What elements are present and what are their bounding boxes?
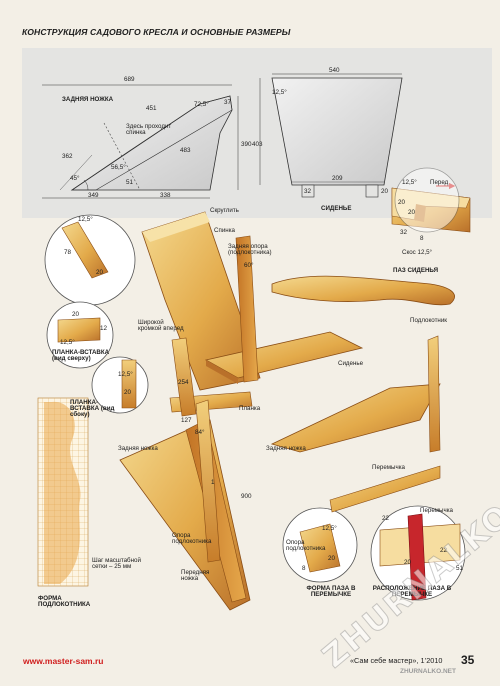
arm-support-label: Опора подлокотника bbox=[172, 532, 212, 546]
page-title: КОНСТРУКЦИЯ САДОВОГО КРЕСЛА И ОСНОВНЫЕ Р… bbox=[22, 27, 291, 37]
dim-209: 209 bbox=[332, 175, 343, 182]
dim-72: 72,5° bbox=[194, 101, 209, 108]
back-pass-note: Здесь проходит спинка bbox=[126, 123, 172, 137]
crossbar-label: Перемычка bbox=[372, 464, 405, 471]
sd-12-5b: 12,5° bbox=[118, 371, 133, 378]
insert-top-title: ПЛАНКА-ВСТАВКА (вид сверху) bbox=[52, 349, 110, 363]
dim-45: 45° bbox=[70, 175, 80, 182]
rear-support-label: Задняя опора (подлокотника) bbox=[228, 243, 272, 257]
seat-drawing bbox=[259, 73, 403, 198]
sd-g125: 12,5° bbox=[322, 525, 337, 532]
front-leg-label: Передняя ножка bbox=[181, 569, 210, 583]
sd-g20: 20 bbox=[328, 555, 336, 562]
rear-leg-title: ЗАДНЯЯ НОЖКА bbox=[62, 96, 114, 103]
rear-leg-label: Задняя ножка bbox=[118, 445, 158, 452]
chair-assembly bbox=[119, 211, 455, 611]
sd-254: 254 bbox=[178, 379, 189, 386]
watermark-small: ZHURNALKO.NET bbox=[400, 668, 456, 675]
dim-483: 483 bbox=[180, 147, 191, 154]
page-number: 35 bbox=[461, 653, 475, 667]
sd-g51: 51 bbox=[456, 565, 464, 572]
bevel-label: Скос 12,5° bbox=[402, 249, 433, 256]
site-link[interactable]: www.master-sam.ru bbox=[23, 656, 104, 666]
groove-20b: 20 bbox=[408, 209, 416, 216]
sd-12-5: 12,5° bbox=[60, 339, 75, 346]
dim-390: 390 bbox=[241, 141, 252, 148]
dim-540: 540 bbox=[329, 67, 340, 74]
sd-12: 12 bbox=[100, 325, 108, 332]
seat-groove-title: ПАЗ СИДЕНЬЯ bbox=[393, 267, 439, 274]
dim-451: 451 bbox=[146, 105, 157, 112]
sd-20: 20 bbox=[72, 311, 80, 318]
back-78: 78 bbox=[64, 249, 72, 256]
armrest-grid bbox=[37, 397, 89, 587]
insert-side-title: ПЛАНКА-ВСТАВКА (вид сбоку) bbox=[70, 399, 115, 419]
groove-8: 8 bbox=[420, 235, 424, 242]
sd-g8: 8 bbox=[302, 565, 306, 572]
groove-20a: 20 bbox=[398, 199, 406, 206]
armrest-shape-title: ФОРМА ПОДЛОКОТНИКА bbox=[38, 595, 91, 609]
small-support-label: Опора подлокотника bbox=[286, 539, 326, 553]
groove-32: 32 bbox=[400, 229, 408, 236]
sd-1: 1 bbox=[211, 479, 215, 486]
wide-edge-label: Широкой кромкой вперед bbox=[138, 319, 184, 333]
sd-g20c: 20 bbox=[404, 559, 412, 566]
dim-689: 689 bbox=[124, 76, 135, 83]
plank-label: Планка bbox=[239, 405, 261, 412]
rear-leg-label-2: Задняя ножка bbox=[266, 445, 306, 452]
dim-362: 362 bbox=[62, 153, 73, 160]
small-crossbar-label: Перемычка bbox=[420, 507, 453, 514]
armrest-label: Подлокотник bbox=[410, 317, 447, 324]
crossbar-groove-title: ФОРМА ПАЗА В ПЕРЕМЫЧКЕ bbox=[306, 585, 356, 599]
grid-note: Шаг масштабной сетки – 25 мм bbox=[92, 557, 141, 571]
seat-label: Сиденье bbox=[338, 360, 364, 367]
back-angle: 12,5° bbox=[78, 216, 93, 223]
sd-g22: 22 bbox=[382, 515, 390, 522]
seat-title: СИДЕНЬЕ bbox=[321, 205, 352, 212]
magazine-label: «Сам себе мастер», 1’2010 bbox=[350, 656, 443, 665]
sd-20b: 20 bbox=[124, 389, 132, 396]
sd-84: 84° bbox=[195, 429, 205, 436]
groove-layout-title: РАСПОЛОЖЕНИЕ ПАЗА В ПЕРЕМЫЧКЕ bbox=[372, 585, 452, 599]
dim-338: 338 bbox=[160, 192, 171, 199]
groove-angle: 12,5° bbox=[402, 179, 417, 186]
rear-leg-drawing bbox=[42, 84, 239, 199]
sd-127: 127 bbox=[181, 417, 192, 424]
dim-51: 51 bbox=[126, 179, 134, 186]
dim-37: 37 bbox=[224, 99, 232, 106]
dim-20: 20 bbox=[381, 188, 389, 195]
dim-349: 349 bbox=[88, 192, 99, 199]
angle-60: 60° bbox=[244, 262, 254, 269]
dim-32: 32 bbox=[304, 188, 312, 195]
dim-seat-angle: 12,5° bbox=[272, 89, 287, 96]
round-label: Скруглить bbox=[210, 207, 239, 214]
front-label: Перед bbox=[430, 179, 449, 186]
back-20: 20 bbox=[96, 269, 104, 276]
sd-g22b: 22 bbox=[440, 547, 448, 554]
backrest-label: Спинка bbox=[214, 227, 235, 234]
dim-56: 56,5° bbox=[111, 164, 126, 171]
sd-900: 900 bbox=[241, 493, 252, 500]
dim-403: 403 bbox=[252, 141, 263, 148]
